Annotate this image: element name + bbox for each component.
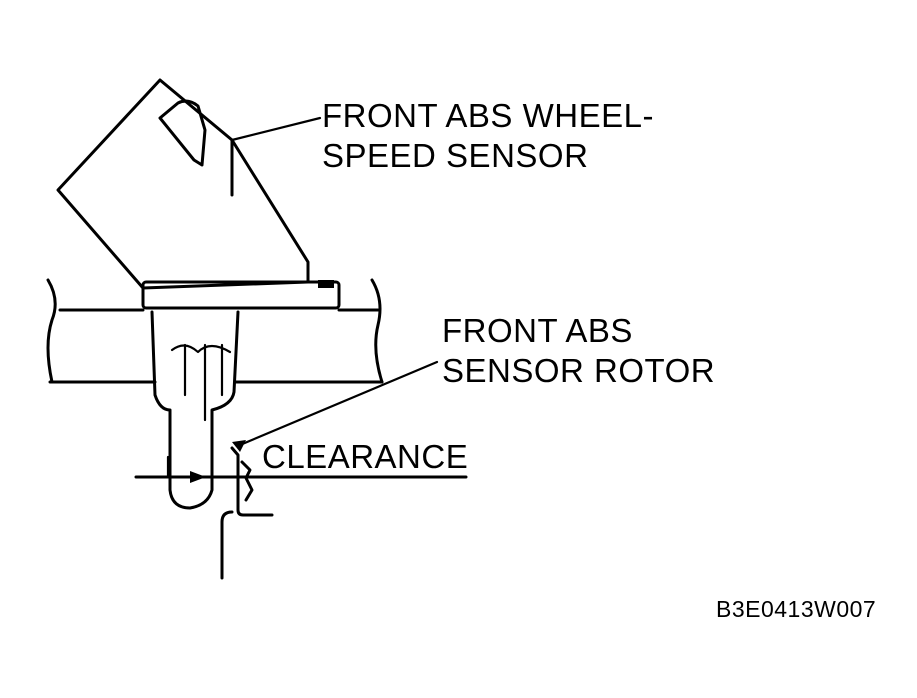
clearance-label: CLEARANCE [262, 438, 469, 475]
rotor-label-line2: SENSOR ROTOR [442, 352, 716, 389]
wheel-speed-sensor [56, 78, 341, 510]
rotor-label-line1: FRONT ABS [442, 312, 633, 349]
clearance-dimension [134, 455, 468, 483]
leader-lines [230, 116, 439, 447]
sensor-label-line2: SPEED SENSOR [322, 137, 589, 174]
knuckle-housing [46, 278, 384, 384]
sensor-label-line1: FRONT ABS WHEEL- [322, 97, 654, 134]
figure-code: B3E0413W007 [716, 596, 877, 622]
